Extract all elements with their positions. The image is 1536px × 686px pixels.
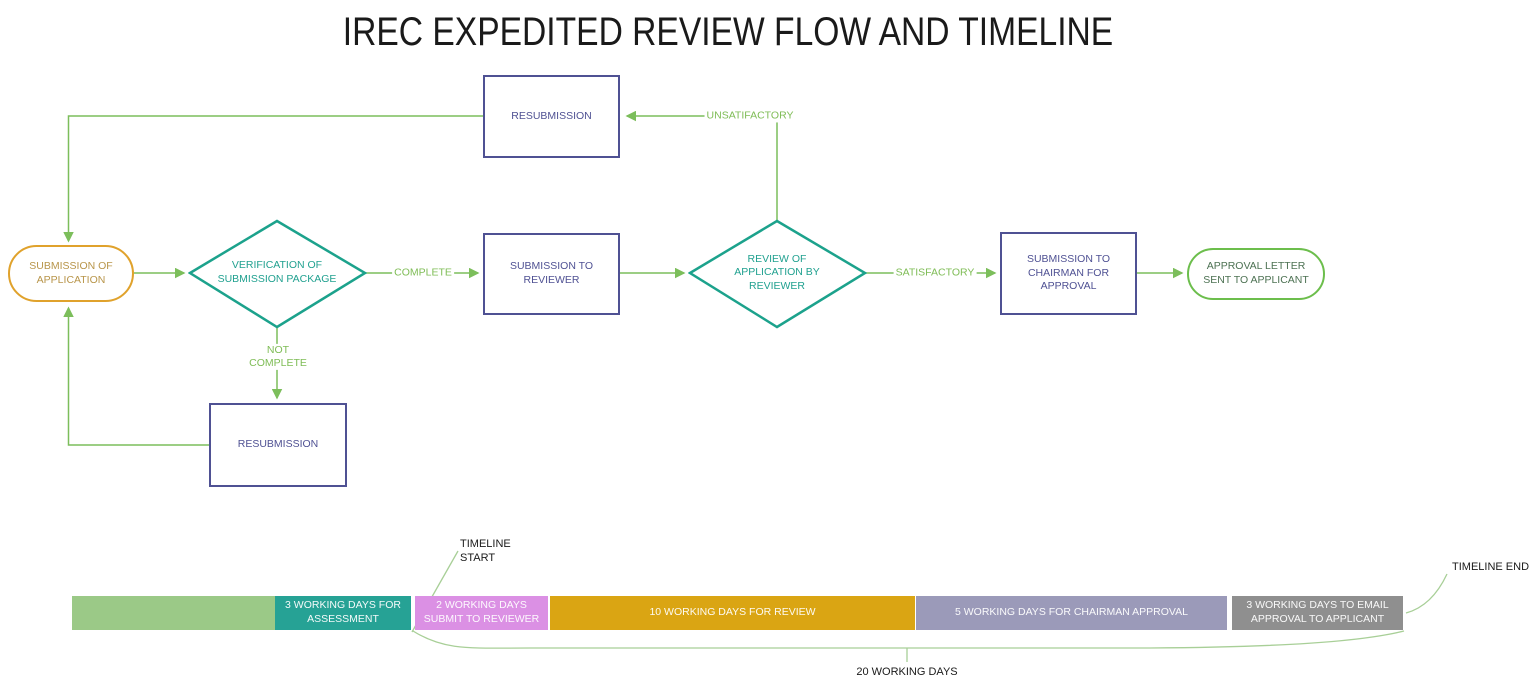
node-label: APPROVAL LETTER SENT TO APPLICANT (1203, 260, 1309, 286)
node-resubmission-top: RESUBMISSION (483, 75, 620, 158)
timeline-segment-submit-to-reviewer: 2 WORKING DAYS SUBMIT TO REVIEWER (415, 596, 548, 630)
node-submission-of-application: SUBMISSION OF APPLICATION (8, 245, 134, 302)
node-label: SUBMISSION TO CHAIRMAN FOR APPROVAL (1026, 253, 1111, 293)
edge-review-to-resubmission-top (625, 110, 778, 221)
segment-label: 5 WORKING DAYS FOR CHAIRMAN APPROVAL (955, 606, 1188, 619)
node-approval-letter: APPROVAL LETTER SENT TO APPLICANT (1187, 248, 1325, 300)
node-label: RESUBMISSION (237, 438, 319, 451)
total-duration-bracket (412, 630, 1405, 649)
edge-label-unsatisfactory: UNSATIFACTORY (704, 109, 796, 123)
node-label: SUBMISSION OF APPLICATION (29, 259, 113, 286)
edge-label-satisfactory: SATISFACTORY (893, 266, 977, 280)
edge-label-not-complete: NOT COMPLETE (245, 343, 311, 371)
node-review-of-application: REVIEW OF APPLICATION BY REVIEWER (722, 245, 832, 301)
timeline-end-label: TIMELINE END (1452, 561, 1530, 573)
edge-resubmission-bottom-to-submission (63, 306, 209, 446)
node-label: VERIFICATION OF SUBMISSION PACKAGE (217, 259, 337, 285)
timeline-end-callout-line (1405, 573, 1448, 614)
review-diamond-shape (688, 219, 867, 329)
timeline-segment-assessment: 3 WORKING DAYS FOR ASSESSMENT (275, 596, 411, 630)
segment-label: 2 WORKING DAYS SUBMIT TO REVIEWER (423, 599, 540, 625)
edge-label-complete: COMPLETE (392, 266, 454, 280)
node-resubmission-bottom: RESUBMISSION (209, 403, 347, 487)
node-label: REVIEW OF APPLICATION BY REVIEWER (734, 252, 820, 292)
node-submission-to-reviewer: SUBMISSION TO REVIEWER (483, 233, 620, 315)
segment-label: 10 WORKING DAYS FOR REVIEW (649, 606, 816, 619)
verification-diamond-shape (188, 219, 367, 329)
page-title: IREC EXPEDITED REVIEW FLOW AND TIMELINE (342, 10, 1114, 54)
total-duration-label: 20 WORKING DAYS (856, 666, 958, 678)
segment-label: 3 WORKING DAYS FOR ASSESSMENT (285, 599, 401, 625)
node-label: RESUBMISSION (511, 109, 592, 122)
node-label: SUBMISSION TO REVIEWER (509, 260, 594, 286)
timeline-segment-email-approval: 3 WORKING DAYS TO EMAIL APPROVAL TO APPL… (1232, 596, 1403, 630)
timeline-segment-start-buffer (72, 596, 275, 630)
node-verification-of-submission-package: VERIFICATION OF SUBMISSION PACKAGE (212, 245, 342, 301)
edge-resubmission-top-to-submission (63, 115, 483, 243)
segment-label: 3 WORKING DAYS TO EMAIL APPROVAL TO APPL… (1246, 599, 1389, 625)
timeline-segment-review: 10 WORKING DAYS FOR REVIEW (550, 596, 915, 630)
timeline-start-label: TIMELINE START (460, 538, 511, 564)
node-submission-to-chairman: SUBMISSION TO CHAIRMAN FOR APPROVAL (1000, 232, 1137, 315)
timeline-segment-chairman-approval: 5 WORKING DAYS FOR CHAIRMAN APPROVAL (916, 596, 1227, 630)
